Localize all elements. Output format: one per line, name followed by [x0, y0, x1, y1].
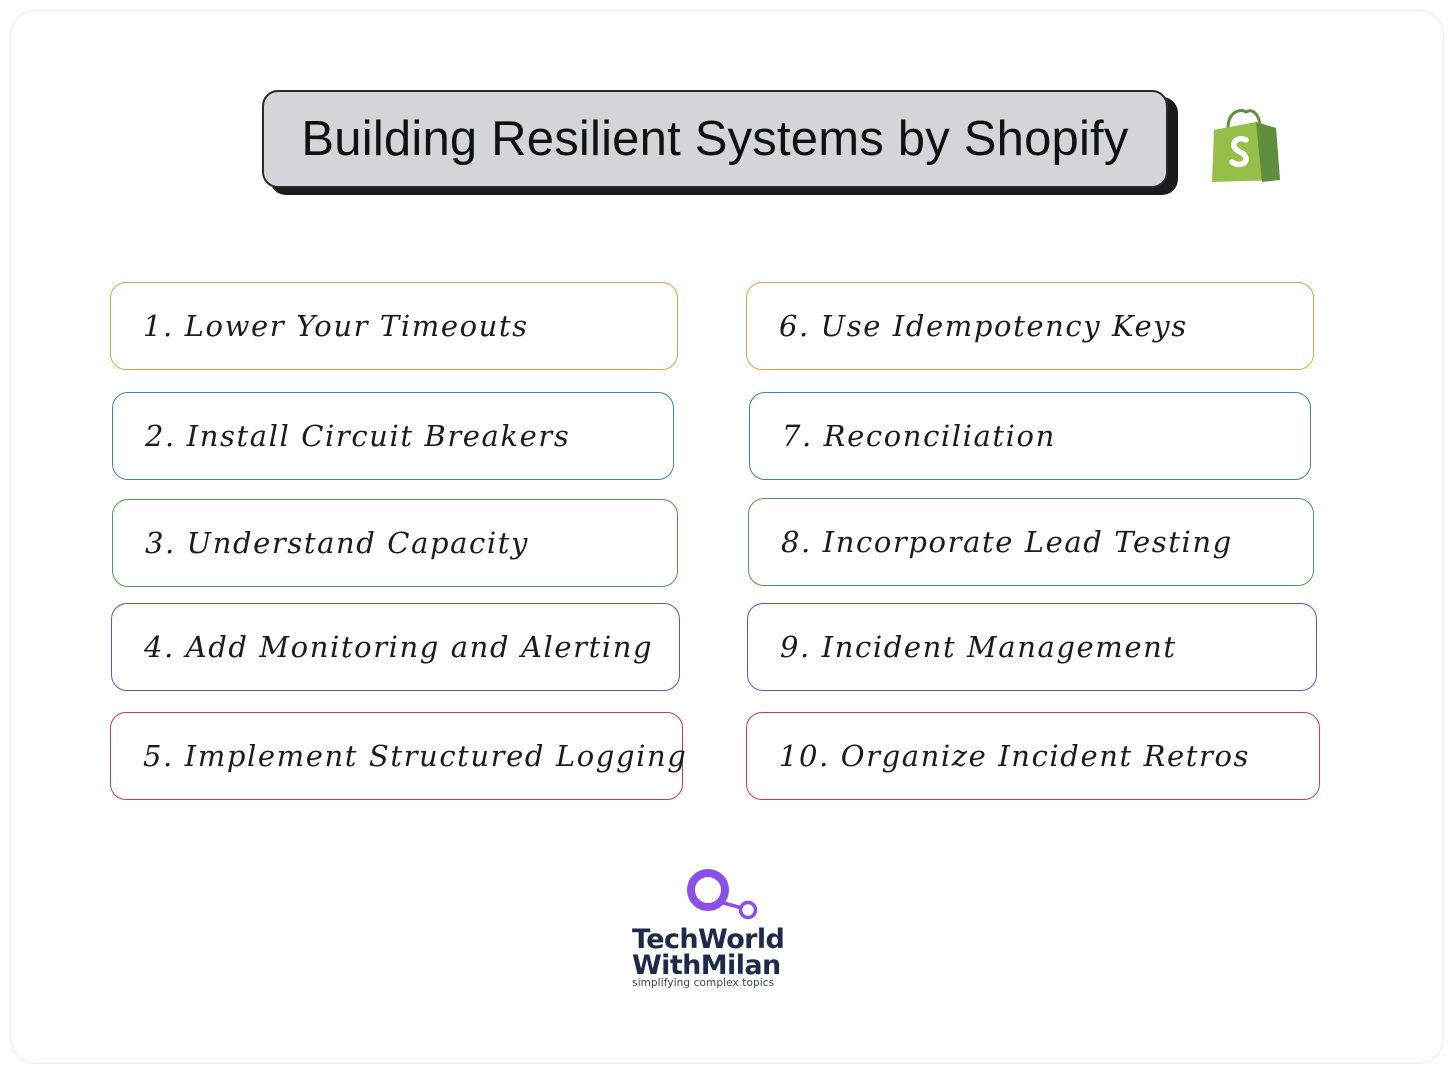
item-reconciliation: 7. Reconciliation [749, 392, 1311, 480]
item-understand-capacity: 3. Understand Capacity [112, 499, 678, 587]
item-incident-management: 9. Incident Management [747, 603, 1317, 691]
item-incorporate-lead-testing: 8. Incorporate Lead Testing [748, 498, 1314, 586]
item-lower-your-timeouts: 1. Lower Your Timeouts [110, 282, 678, 370]
item-add-monitoring-and-alerting: 4. Add Monitoring and Alerting [111, 603, 680, 691]
item-label: 10. Organize Incident Retros [779, 739, 1251, 773]
diagram-frame [10, 10, 1444, 1064]
techworld-logo: TechWorld WithMilan simplifying complex … [616, 864, 806, 994]
item-use-idempotency-keys: 6. Use Idempotency Keys [746, 282, 1314, 370]
item-label: 4. Add Monitoring and Alerting [144, 630, 654, 664]
logo-line-2: WithMilan [632, 950, 781, 981]
item-label: 9. Incident Management [780, 630, 1177, 664]
item-label: 8. Incorporate Lead Testing [781, 525, 1233, 559]
item-label: 3. Understand Capacity [145, 526, 529, 560]
item-implement-structured-logging: 5. Implement Structured Logging [110, 712, 686, 800]
item-label: 2. Install Circuit Breakers [145, 419, 571, 453]
item-label: 7. Reconciliation [782, 419, 1056, 453]
shopify-bag-icon [1212, 109, 1280, 182]
item-label: 6. Use Idempotency Keys [779, 309, 1188, 343]
title-banner: Building Resilient Systems by Shopify [262, 90, 1168, 188]
logo-mark-icon [687, 869, 758, 920]
item-label: 5. Implement Structured Logging [143, 739, 688, 773]
item-organize-incident-retros: 10. Organize Incident Retros [746, 712, 1320, 800]
item-label: 1. Lower Your Timeouts [143, 309, 529, 343]
item-install-circuit-breakers: 2. Install Circuit Breakers [112, 392, 674, 480]
page-title: Building Resilient Systems by Shopify [301, 112, 1129, 166]
logo-line-1: TechWorld [632, 924, 785, 955]
logo-tagline: simplifying complex topics [632, 977, 775, 989]
